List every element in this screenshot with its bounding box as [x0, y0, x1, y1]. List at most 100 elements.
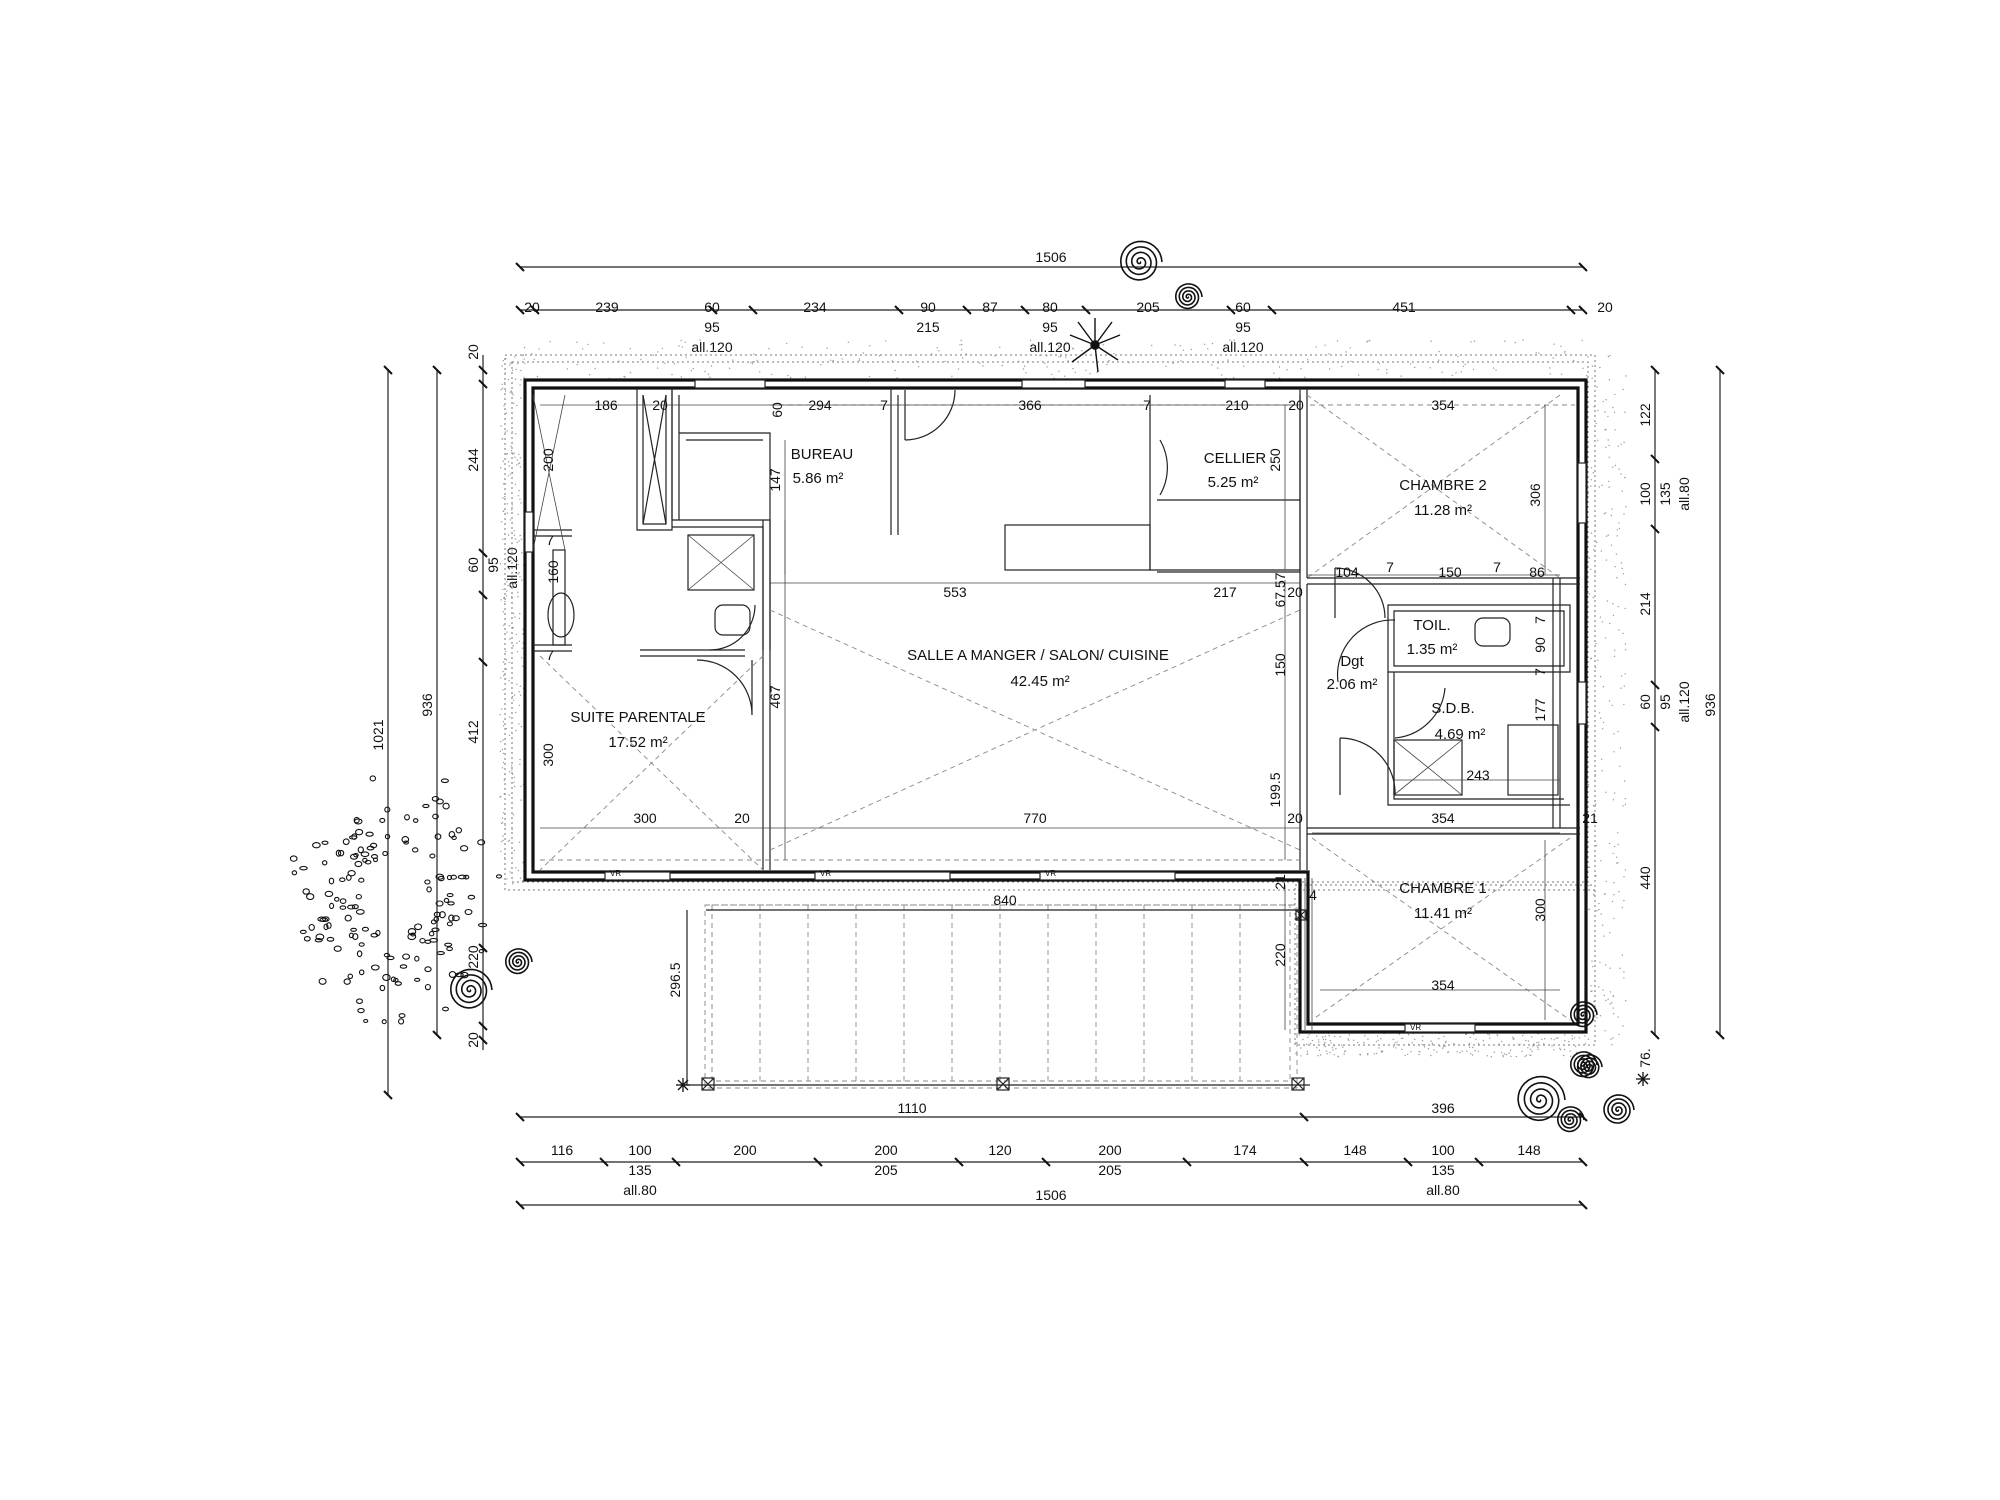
gravel-dot — [1410, 1051, 1412, 1053]
dim-text: 116 — [551, 1142, 574, 1158]
gravel-dot — [1036, 351, 1039, 353]
gravel-dot — [1622, 573, 1625, 575]
dim-text: 20 — [1597, 299, 1613, 315]
gravel-dot — [1400, 1037, 1403, 1040]
gravel-dot — [1466, 1050, 1468, 1052]
gravel-dot — [1617, 861, 1619, 864]
gravel-dot — [1448, 1051, 1450, 1053]
gravel-dot — [1612, 614, 1615, 617]
gravel-dot — [1625, 649, 1627, 651]
gravel-dot — [501, 748, 504, 751]
gravel-dot — [1427, 1048, 1430, 1050]
gravel-dot — [1385, 372, 1388, 374]
gravel-dot — [1588, 908, 1590, 911]
gravel-dot — [832, 359, 834, 362]
tree-leaf-mark — [446, 921, 453, 927]
gravel-dot — [1620, 562, 1623, 564]
gravel-dot — [513, 402, 515, 404]
gravel-dot — [1044, 362, 1046, 364]
gravel-dot — [1587, 1038, 1590, 1040]
door-swings — [696, 389, 1446, 796]
gravel-dot — [1610, 514, 1613, 517]
dim-text: 7 — [1532, 668, 1548, 676]
gravel-dot — [1496, 1034, 1498, 1036]
gravel-dot — [1553, 343, 1555, 345]
gravel-dot — [1571, 1038, 1573, 1040]
gravel-dot — [1438, 350, 1440, 353]
gravel-dot — [1151, 344, 1153, 347]
gravel-dot — [1322, 1038, 1325, 1041]
dim-text: 200 — [540, 448, 556, 472]
gravel-dot — [1608, 480, 1610, 483]
dim-text: all.120 — [1676, 681, 1692, 722]
gravel-dot — [1608, 486, 1610, 488]
gravel-dot — [1605, 964, 1607, 966]
gravel-dot — [1569, 1050, 1571, 1052]
gravel-dot — [999, 346, 1001, 348]
gravel-dot — [1590, 568, 1592, 570]
gravel-dot — [500, 467, 502, 469]
gravel-dot — [1599, 961, 1601, 964]
interior-walls — [532, 388, 1580, 1030]
gravel-dot — [504, 390, 507, 392]
room-area-salle: 42.45 m² — [1010, 673, 1069, 690]
gravel-dot — [1585, 374, 1588, 377]
gravel-dot — [1590, 479, 1593, 481]
gravel-dot — [1190, 348, 1193, 351]
gravel-dot — [1619, 967, 1621, 969]
dim-text: 150 — [1438, 564, 1462, 580]
tree-leaf-mark — [412, 818, 419, 823]
tree-leaf-mark — [448, 831, 456, 838]
gravel-dot — [518, 453, 520, 456]
gravel-dot — [1512, 1036, 1514, 1039]
gravel-dot — [1550, 1038, 1552, 1040]
tree-leaf-mark — [353, 818, 363, 825]
gravel-dot — [1616, 577, 1618, 579]
gravel-dot — [503, 793, 505, 795]
dim-text: 100 — [628, 1142, 652, 1158]
vr-label: VR — [820, 869, 831, 878]
gravel-dot — [1611, 900, 1614, 903]
dim-text: 90 — [1532, 637, 1548, 653]
tree-leaf-mark — [464, 908, 473, 916]
gravel-dot — [1624, 869, 1627, 871]
tree-leaf-mark — [394, 981, 402, 986]
gravel-dot — [1613, 882, 1615, 884]
gravel-dot — [507, 475, 509, 477]
gravel-dot — [640, 358, 642, 361]
gravel-dot — [1555, 1037, 1558, 1039]
dim-text: 76. — [1637, 1048, 1653, 1067]
gravel-dot — [1602, 400, 1604, 403]
gravel-dot — [503, 779, 505, 781]
dim-text: 160 — [545, 560, 561, 584]
gravel-dot — [514, 616, 516, 618]
gravel-dot — [1510, 1055, 1512, 1058]
tree-leaf-mark — [347, 904, 356, 910]
gravel-dot — [1300, 1055, 1302, 1057]
gravel-dot — [847, 341, 850, 343]
room-name-chambre-2: CHAMBRE 2 — [1399, 477, 1487, 494]
gravel-dot — [524, 362, 526, 364]
tree-leaf-mark — [328, 877, 335, 885]
gravel-dot — [1471, 1054, 1474, 1056]
vr-label: VR — [610, 869, 621, 878]
gravel-dot — [1543, 1043, 1545, 1045]
tree-leaf-mark — [370, 932, 379, 938]
tree-leaf-mark — [337, 849, 345, 857]
gravel-dot — [1530, 1054, 1532, 1057]
gravel-dot — [1430, 1040, 1432, 1042]
gravel-dot — [509, 362, 512, 364]
gravel-dot — [1620, 675, 1623, 677]
tree-leaf-mark — [419, 937, 426, 944]
tree-leaf-mark — [318, 977, 327, 985]
gravel-dot — [709, 376, 711, 378]
gravel-dot — [1584, 1043, 1587, 1045]
gravel-dot — [512, 394, 514, 396]
gravel-dot — [1502, 1054, 1504, 1056]
tree-leaf-mark — [393, 977, 399, 983]
gravel-dot — [1596, 386, 1598, 388]
room-name-bureau: BUREAU — [791, 446, 854, 463]
gravel-dot — [499, 714, 501, 716]
tree-leaf-mark — [299, 929, 307, 935]
gravel-dot — [603, 342, 605, 344]
